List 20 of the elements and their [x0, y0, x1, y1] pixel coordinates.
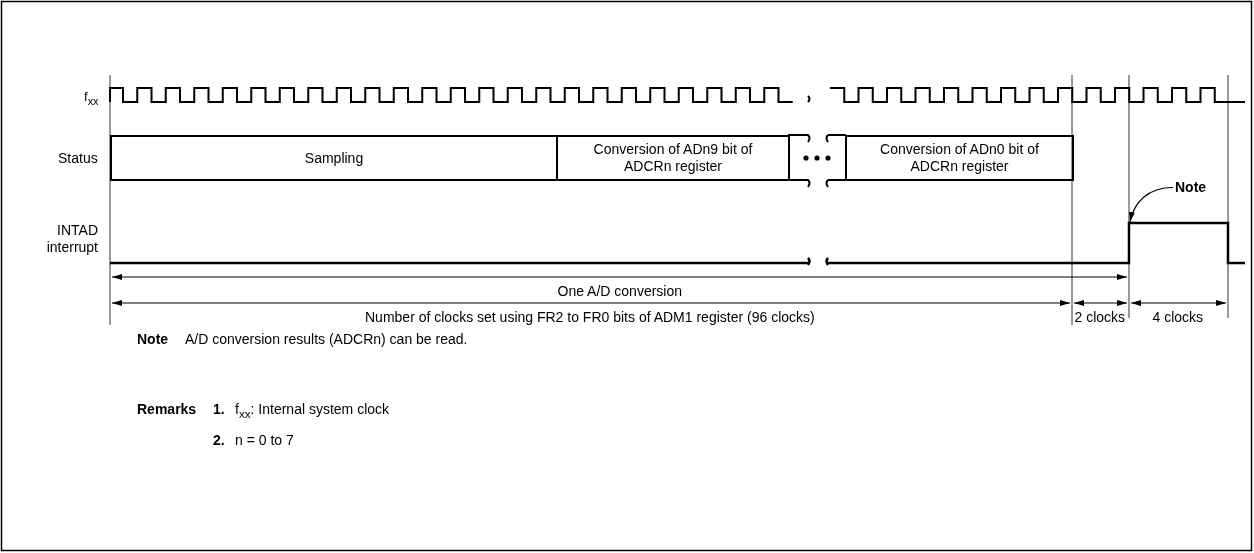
status-segment: Sampling [110, 135, 558, 181]
note-heading: Note [137, 331, 169, 348]
list-number: 2. [213, 432, 225, 449]
remark-text: f$_{xx}$: Internal system clock [235, 401, 390, 422]
signal-label: f$_{xx}$ [84, 88, 99, 109]
dimension-label: One A/D conversion [557, 283, 682, 300]
signal-label: Status [58, 150, 98, 167]
remark-text: n = 0 to 7 [235, 432, 294, 449]
leader-line [1129, 186, 1174, 223]
note-text: A/D conversion results (ADCRn) can be read. [185, 331, 468, 348]
status-segment: Conversion of ADn9 bit of ADCRn register [556, 135, 790, 181]
signal-label: INTAD interrupt [45, 222, 98, 256]
dimension-label: 4 clocks [1152, 309, 1204, 326]
list-number: 1. [213, 401, 225, 418]
status-segment: Conversion of ADn0 bit of ADCRn register [845, 135, 1074, 181]
interrupt-waveform [110, 221, 1245, 267]
remarks-heading: Remarks [137, 401, 197, 418]
dimension-label: 2 clocks [1074, 309, 1126, 326]
callout-label: Note [1175, 179, 1207, 196]
dimension-label: Number of clocks set using FR2 to FR0 bits of ADM1 register (96 clocks) [365, 309, 815, 326]
